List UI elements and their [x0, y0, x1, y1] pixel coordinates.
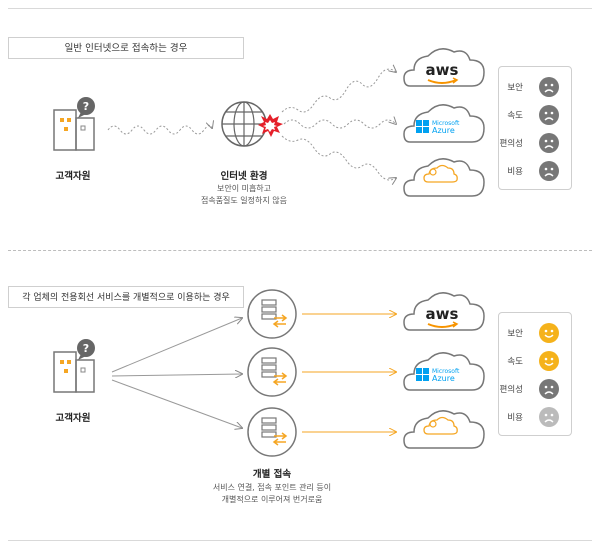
legend-row: 속도 — [499, 351, 571, 375]
svg-text:?: ? — [83, 100, 89, 113]
legend-label: 편의성 — [499, 385, 523, 395]
legend-label: 속도 — [507, 111, 523, 121]
legend-label: 비용 — [507, 167, 523, 177]
section1-title: 일반 인터넷으로 접속하는 경우 — [8, 37, 244, 59]
server-switch-icon-1 — [247, 289, 297, 339]
legend-box-2: 보안 속도 편의성 비용 — [498, 312, 572, 436]
section2-title: 각 업체의 전용회선 서비스를 개별적으로 이용하는 경우 — [8, 286, 244, 308]
internet-label: 인터넷 환경 — [220, 171, 268, 182]
wavy-connector — [107, 125, 212, 135]
cloud-aws-2: aws — [403, 292, 485, 331]
happy-face-icon — [539, 323, 559, 343]
cloud-generic-2 — [403, 410, 485, 449]
cloud-aws-1: aws — [403, 48, 485, 87]
windows-icon — [416, 120, 429, 133]
server-switch-icon-2 — [247, 347, 297, 397]
legend-row: 편의성 — [499, 133, 571, 157]
legend-label: 속도 — [507, 357, 523, 367]
line-to-server-1 — [111, 318, 242, 373]
individual-desc-line1: 서비스 연결, 접속 포인트 관리 등이 — [212, 483, 332, 492]
legend-row: 비용 — [499, 407, 571, 431]
internet-desc-line2: 접속품질도 일정하지 않음 — [200, 196, 288, 205]
bottom-divider — [8, 540, 592, 541]
customer-label-2: 고객자원 — [55, 413, 91, 424]
sad-face-icon — [539, 379, 559, 399]
building-icon: ? — [53, 97, 95, 151]
sad-face-icon — [539, 133, 559, 153]
svg-text:Azure: Azure — [432, 126, 455, 135]
sad-face-icon — [539, 77, 559, 97]
top-divider — [8, 8, 592, 9]
individual-desc-line2: 개별적으로 이루어져 번거로움 — [221, 495, 323, 504]
cloud-azure-2: Microsoft Azure — [403, 352, 485, 391]
legend-label: 보안 — [507, 83, 523, 93]
happy-face-icon — [539, 351, 559, 371]
svg-text:aws: aws — [426, 305, 459, 323]
line-to-server-3 — [111, 379, 242, 428]
cloud-azure-1: Microsoft Azure — [403, 104, 485, 143]
legend-row: 비용 — [499, 161, 571, 185]
globe-icon — [221, 101, 267, 147]
legend-box-1: 보안 속도 편의성 비용 — [498, 66, 572, 190]
section-divider — [8, 250, 592, 251]
svg-text:?: ? — [83, 342, 89, 355]
windows-icon-2 — [416, 368, 429, 381]
line-to-server-2 — [111, 374, 242, 376]
sad-face-icon — [539, 407, 559, 427]
svg-text:Microsoft: Microsoft — [432, 120, 460, 127]
cloud-generic-1 — [403, 158, 485, 197]
legend-row: 편의성 — [499, 379, 571, 403]
individual-connection-label: 개별 접속 — [252, 469, 292, 480]
customer-label-1: 고객자원 — [55, 171, 91, 182]
legend-label: 보안 — [507, 329, 523, 339]
internet-desc: 보안이 미흡하고 접속품질도 일정하지 않음 — [164, 183, 324, 207]
individual-connection-desc: 서비스 연결, 접속 포인트 관리 등이 개별적으로 이루어져 번거로움 — [182, 482, 362, 506]
building-icon-2: ? — [53, 339, 95, 393]
server-switch-icon-3 — [247, 407, 297, 457]
legend-label: 비용 — [507, 413, 523, 423]
legend-row: 속도 — [499, 105, 571, 129]
wavy-line-azure — [283, 120, 396, 129]
svg-text:Azure: Azure — [432, 374, 455, 383]
internet-desc-line1: 보안이 미흡하고 — [216, 184, 272, 193]
legend-row: 보안 — [499, 323, 571, 347]
legend-row: 보안 — [499, 77, 571, 101]
svg-text:aws: aws — [426, 61, 459, 79]
wavy-line-cloud — [281, 135, 396, 180]
svg-text:Microsoft: Microsoft — [432, 368, 460, 375]
legend-label: 편의성 — [499, 139, 523, 149]
sad-face-icon — [539, 105, 559, 125]
sad-face-icon — [539, 161, 559, 181]
wavy-line-aws — [281, 69, 396, 113]
